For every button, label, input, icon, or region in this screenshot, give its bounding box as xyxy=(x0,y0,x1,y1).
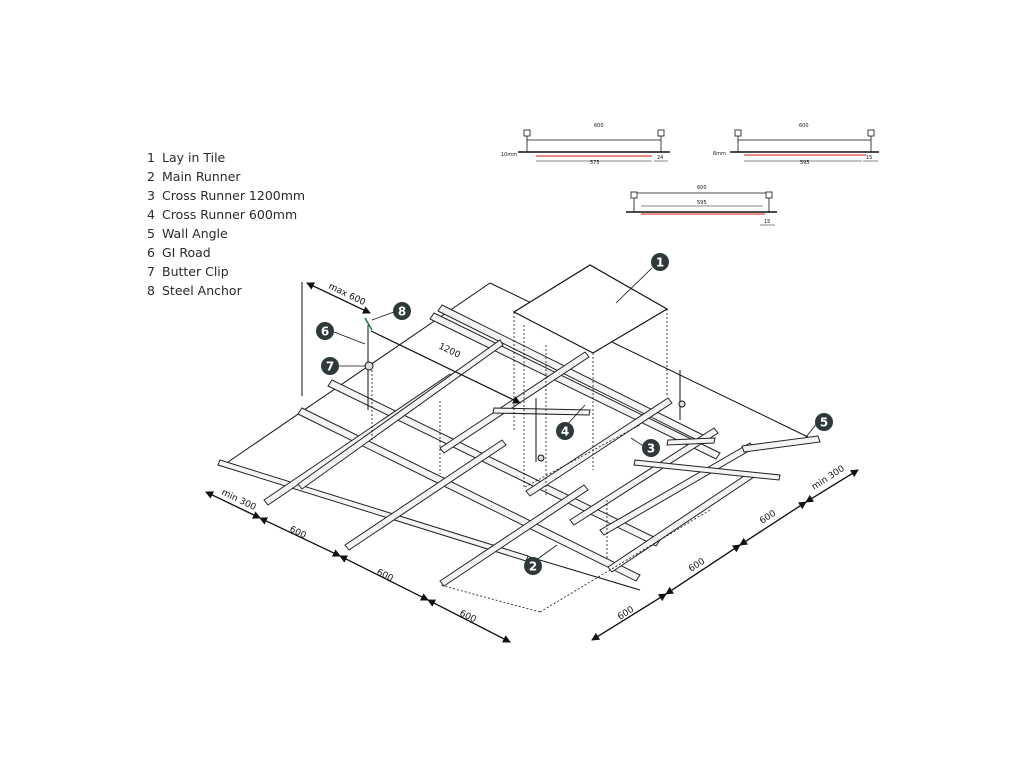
legend-label: Cross Runner 600mm xyxy=(162,207,298,222)
legend-label: Lay in Tile xyxy=(162,150,226,165)
callout-number: 8 xyxy=(398,305,406,319)
section-1-left-dim: 10mm xyxy=(501,152,517,158)
wall-angle xyxy=(741,435,821,453)
dimension-lines xyxy=(205,282,859,643)
legend-item: 3 Cross Runner 1200mm xyxy=(147,186,305,205)
main-runner xyxy=(217,459,529,562)
legend-number: 3 xyxy=(147,188,155,203)
section-1-top-dim: 600 xyxy=(594,123,604,129)
legend-item: 6 GI Road xyxy=(147,243,305,262)
callout-number: 2 xyxy=(529,560,537,574)
main-runner xyxy=(327,379,661,547)
left-600-c-label: 600 xyxy=(458,609,478,626)
section-1-right-dim: 24 xyxy=(657,155,663,161)
callout-badge: 7 xyxy=(321,357,339,375)
callout-badge: 2 xyxy=(524,557,542,575)
main-runner xyxy=(429,312,721,460)
callout-badge: 3 xyxy=(642,439,660,457)
hanger-assembly xyxy=(364,317,686,462)
cross-runner xyxy=(492,407,591,416)
main-runners xyxy=(217,304,721,582)
callout-number: 4 xyxy=(561,425,569,439)
right-600-b-label: 600 xyxy=(687,557,707,575)
callout-badge: 8 xyxy=(393,302,411,320)
section-2-left-dim: 6mm xyxy=(713,151,726,157)
drop-lines xyxy=(371,309,711,613)
legend-item: 4 Cross Runner 600mm xyxy=(147,205,305,224)
legend-label: Butter Clip xyxy=(162,264,229,279)
callout-badge: 4 xyxy=(556,422,574,440)
section-detail-1 xyxy=(518,129,670,162)
cross-runner xyxy=(297,339,504,490)
ceiling-outline xyxy=(218,282,809,591)
legend-number: 5 xyxy=(147,226,155,241)
callout-badge: 6 xyxy=(316,322,334,340)
legend-number: 6 xyxy=(147,245,155,260)
section-3-right-dim: 15 xyxy=(764,219,770,225)
callout-badge: 1 xyxy=(651,253,669,271)
lay-in-tile xyxy=(512,264,669,354)
section-3-top-dim: 600 xyxy=(697,185,707,191)
section-3-mid-dim: 595 xyxy=(697,200,707,206)
legend-number: 8 xyxy=(147,283,155,298)
dim-1200-label: 1200 xyxy=(437,342,462,361)
butter-clip-icon xyxy=(678,400,686,408)
legend-label: Main Runner xyxy=(162,169,241,184)
legend-label: Cross Runner 1200mm xyxy=(162,188,306,203)
legend-number: 4 xyxy=(147,207,155,222)
butter-clip-icon xyxy=(364,361,374,371)
callout-number: 7 xyxy=(326,360,334,374)
legend-item: 8 Steel Anchor xyxy=(147,281,305,300)
legend-label: GI Road xyxy=(162,245,211,260)
legend-number: 1 xyxy=(147,150,155,165)
min-300-left-label: min 300 xyxy=(220,488,258,513)
butter-clip-icon xyxy=(537,454,545,462)
right-600-a-label: 600 xyxy=(616,605,636,623)
legend-number: 2 xyxy=(147,169,155,184)
cross-runners xyxy=(263,339,781,587)
legend-item: 5 Wall Angle xyxy=(147,224,305,243)
callout-badge: 5 xyxy=(815,413,833,431)
legend-label: Wall Angle xyxy=(162,226,228,241)
cross-runner xyxy=(344,439,507,551)
callout-number: 5 xyxy=(820,416,828,430)
section-2-top-dim: 600 xyxy=(799,123,809,129)
cross-runner xyxy=(633,459,781,481)
legend-item: 7 Butter Clip xyxy=(147,262,305,281)
legend-label: Steel Anchor xyxy=(162,283,242,298)
right-600-c-label: 600 xyxy=(758,509,778,527)
section-detail-3 xyxy=(626,191,777,226)
cross-runner xyxy=(439,484,589,587)
callout-number: 3 xyxy=(647,442,655,456)
cross-runner xyxy=(666,437,716,446)
callout-number: 6 xyxy=(321,325,329,339)
callout-number: 1 xyxy=(656,256,664,270)
section-detail-2 xyxy=(730,129,879,162)
section-2-right-dim: 15 xyxy=(866,155,872,161)
main-runner xyxy=(297,407,641,582)
legend-number: 7 xyxy=(147,264,155,279)
legend-item: 2 Main Runner xyxy=(147,167,305,186)
section-2-bottom-dim: 595 xyxy=(800,160,810,166)
section-1-bottom-dim: 575 xyxy=(590,160,600,166)
legend-item: 1 Lay in Tile xyxy=(147,148,305,167)
